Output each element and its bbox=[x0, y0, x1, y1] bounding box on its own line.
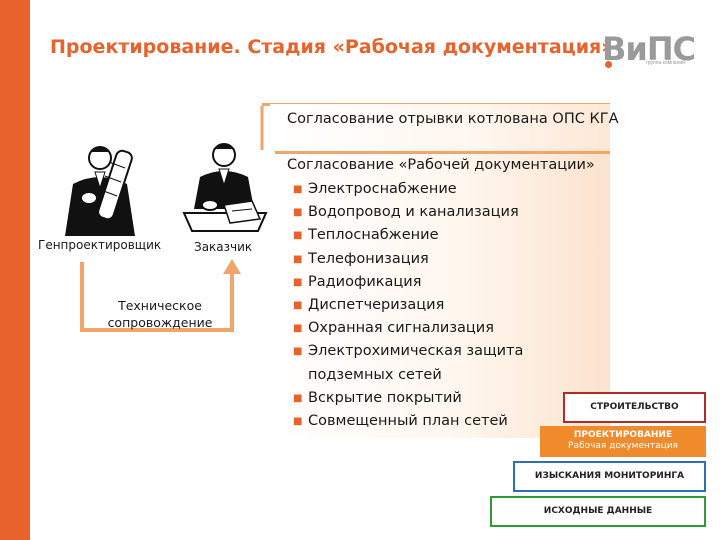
customer-figure-icon bbox=[182, 143, 268, 232]
stage-source-data: ИСХОДНЫЕ ДАННЫЕ bbox=[490, 496, 706, 527]
stage-build: СТРОИТЕЛЬСТВО bbox=[563, 392, 706, 423]
docs-item: ■Вскрытие покрытий bbox=[293, 387, 603, 410]
support-arrow-head bbox=[223, 259, 241, 274]
bullet-icon: ■ bbox=[293, 300, 303, 312]
stage-survey: ИЗЫСКАНИЯ МОНИТОРИНГА bbox=[513, 461, 706, 492]
stage-design-subtitle: Рабочая документация bbox=[568, 441, 678, 451]
bullet-icon: ■ bbox=[293, 253, 303, 265]
stage-design-title: ПРОЕКТИРОВАНИЕ bbox=[573, 430, 673, 440]
docs-item: ■Охранная сигнализация bbox=[293, 317, 603, 340]
designer-figure-icon bbox=[65, 146, 135, 236]
docs-top-line bbox=[275, 151, 610, 154]
docs-item: ■Теплоснабжение bbox=[293, 224, 603, 247]
docs-panel bbox=[270, 148, 610, 438]
bullet-icon: ■ bbox=[293, 416, 303, 428]
approval-text: Согласование отрывки котлована ОПС КГА bbox=[287, 111, 619, 127]
stage-design: ПРОЕКТИРОВАНИЕ Рабочая документация bbox=[540, 426, 706, 457]
bullet-icon: ■ bbox=[293, 276, 303, 288]
logo-tagline: группа компаний bbox=[646, 60, 685, 66]
approval-panel bbox=[270, 104, 610, 148]
support-label: Техническое сопровождение bbox=[107, 298, 213, 330]
left-accent-bar bbox=[0, 0, 30, 540]
bullet-icon: ■ bbox=[293, 207, 303, 219]
logo-dot bbox=[605, 61, 612, 68]
bullet-icon: ■ bbox=[293, 184, 303, 195]
docs-item: ■Электрохимическая защита подземных сете… bbox=[293, 340, 603, 386]
docs-item: ■Электроснабжение bbox=[293, 178, 603, 201]
docs-item: ■Совмещенный план сетей bbox=[293, 410, 603, 433]
bullet-icon: ■ bbox=[293, 346, 303, 358]
customer-label: Заказчик bbox=[194, 240, 253, 254]
designer-label: Генпроектировщик bbox=[38, 238, 162, 252]
docs-title: Согласование «Рабочей документации» bbox=[287, 157, 595, 173]
docs-item: ■Диспетчеризация bbox=[293, 294, 603, 317]
bullet-icon: ■ bbox=[293, 323, 303, 335]
company-logo: ВиПС группа компаний bbox=[602, 30, 696, 70]
docs-item: ■Радиофикация bbox=[293, 271, 603, 294]
docs-item: ■Телефонизация bbox=[293, 248, 603, 271]
bullet-icon: ■ bbox=[293, 230, 303, 242]
docs-list: ■Электроснабжение ■Водопровод и канализа… bbox=[293, 178, 603, 433]
docs-item: ■Водопровод и канализация bbox=[293, 201, 603, 224]
bullet-icon: ■ bbox=[293, 392, 303, 404]
slide-title: Проектирование. Стадия «Рабочая документ… bbox=[50, 36, 614, 58]
logo-mark: ВиПС bbox=[602, 30, 696, 68]
